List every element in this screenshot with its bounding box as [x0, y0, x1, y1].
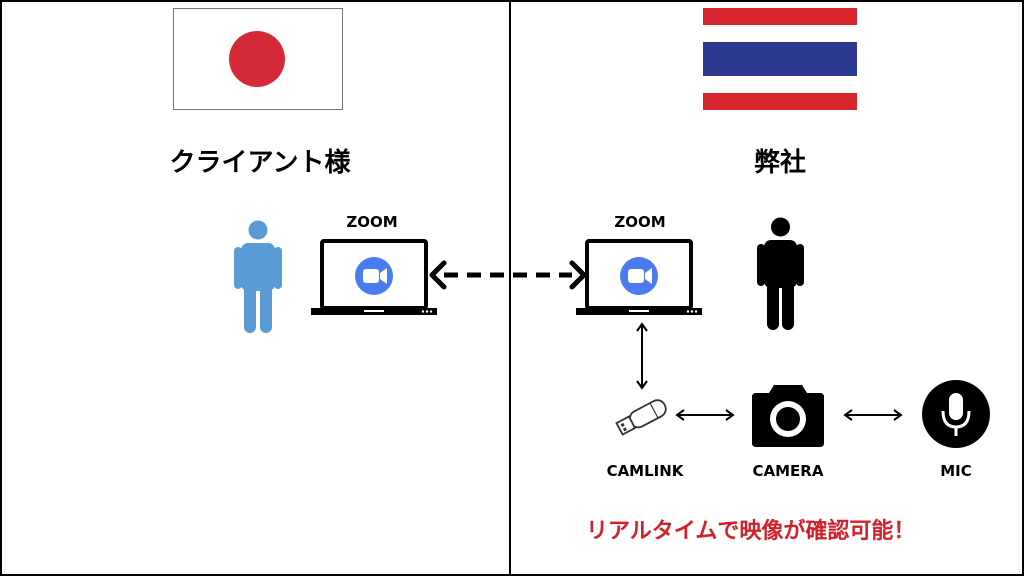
realtime-tagline: リアルタイムで映像が確認可能！	[586, 519, 916, 544]
japan-flag	[173, 8, 343, 110]
camera-mic-arrow	[843, 409, 903, 421]
camera-label: CAMERA	[752, 462, 824, 480]
client-heading: クライアント様	[169, 148, 351, 178]
dashed-bidirectional-arrow	[429, 260, 587, 290]
laptop-camlink-arrow	[636, 322, 648, 390]
zoom-logo-icon	[620, 257, 658, 295]
microphone-icon	[922, 380, 990, 448]
company-heading: 弊社	[753, 148, 806, 178]
company-person-icon	[757, 217, 804, 330]
company-zoom-label: ZOOM	[614, 213, 666, 231]
camera-icon	[752, 385, 824, 447]
client-zoom-label: ZOOM	[346, 213, 398, 231]
mic-label: MIC	[940, 462, 972, 480]
client-person-icon	[234, 220, 282, 333]
company-laptop-icon	[576, 239, 702, 315]
client-laptop-icon	[311, 239, 437, 315]
thailand-flag	[703, 8, 857, 110]
zoom-logo-icon	[355, 257, 393, 295]
usb-dongle-icon	[615, 399, 667, 436]
camlink-label: CAMLINK	[606, 462, 684, 480]
center-divider	[509, 0, 511, 576]
camlink-camera-arrow	[675, 409, 735, 421]
